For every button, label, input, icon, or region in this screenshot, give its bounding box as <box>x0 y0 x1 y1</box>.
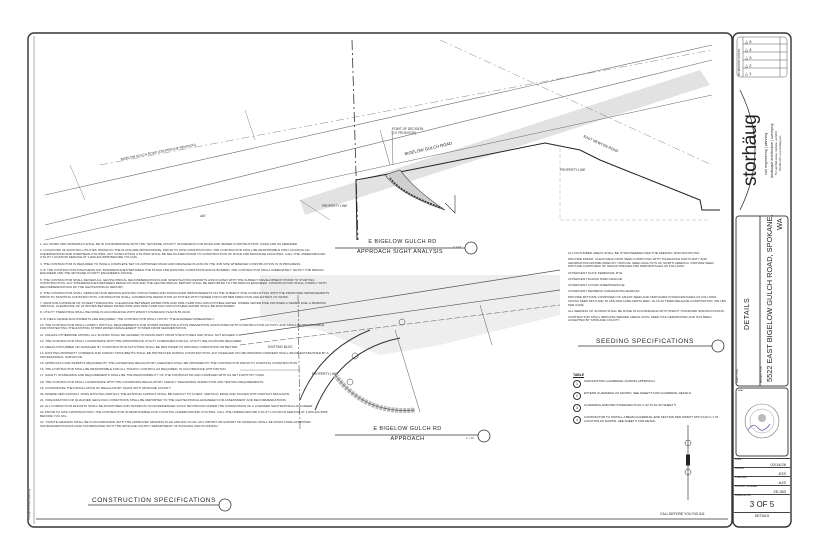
spec-note: 23. PRIOR TO SITE CONSTRUCTION, THE CONT… <box>40 410 328 419</box>
approach-plan <box>239 269 561 431</box>
project-title-line1: 5522 EAST BIGELOW GULCH ROAD, SPOKANE, <box>765 214 774 382</box>
company-contact: 509.242.1000 | www.storhaug.com <box>780 135 782 171</box>
company-logo: storhäug <box>740 114 761 186</box>
spec-note: 16. THE CONTRACTOR SHALL BE RESPONSIBLE … <box>40 367 227 372</box>
engineer-seal <box>744 403 780 439</box>
view-callout-circle <box>464 241 478 255</box>
company-tagline-2: landscape architecture | surveying <box>769 123 774 178</box>
sheet-number: 3 OF 5 <box>749 500 775 509</box>
sight-view-scale: 1" = 30' <box>453 246 462 249</box>
spec-note: 6. THE CONTRACTOR SHALL DEMOLISH AND REM… <box>40 290 330 299</box>
spec-note: 20. WHERE NEW ASPHALT JOINS EXISTING ASP… <box>40 391 290 396</box>
spec-note: CONTRACTOR SHALL IRRIGATE SEEDED AREAS U… <box>568 314 712 323</box>
spec-note: 7. MAINTAIN A MINIMUM OF 10 FEET HORIZON… <box>40 300 326 309</box>
spec-note: 2. LOCATIONS OF EXISTING UTILITIES SHOWN… <box>40 248 326 260</box>
spec-note: 24. "ONSITE GRADING SHALL BE IN ACCORDAN… <box>40 420 311 428</box>
keynote-number-icon: 1 <box>573 380 581 388</box>
sight-distance-label: 460' <box>199 213 207 219</box>
spec-note: 20 PERCENT DURAR HARD FESCUE <box>568 276 622 281</box>
company-address: 510 east third avenue | spokane, wa 9920… <box>776 131 778 175</box>
drawing-number-cell: DRAWING NO. 3 OF 5 DETAILS <box>734 494 790 519</box>
spec-note: 3. THE CONTRACTOR IS REQUIRED TO HAVE A … <box>40 261 302 266</box>
spec-note: ALL SEEDING OF SLOPES SHALL BE DONE IN A… <box>568 308 725 313</box>
seeding-notes: ALL DISTURBED AREAS SHALL BE HYDROSEEDED… <box>568 251 728 326</box>
spec-note: 8. UTILITY TRENCHING SHALL BE DONE IN AC… <box>40 310 191 315</box>
approach-view-scale: 1" = 10' <box>466 437 475 440</box>
approach-view-subtitle: APPROACH <box>390 436 425 442</box>
spec-note: ALL DISTURBED AREAS SHALL BE HYDROSEEDED… <box>568 251 700 255</box>
sheet-title-label: SHEET TITLE <box>737 369 739 383</box>
sheet-border <box>27 32 733 528</box>
spec-note: 18. THE CONTRACTOR SHALL COORDINATE WITH… <box>40 379 265 384</box>
spec-note: 9. IF FIELD GRADE ADJUSTMENTS ARE REQUIR… <box>40 316 215 321</box>
construction-heading: CONSTRUCTION SPECIFICATIONS <box>91 497 217 504</box>
project-title-label: PROJECT TITLE <box>761 366 763 383</box>
keynote-text: EXTEND GUARDRAIL AS SHOWN. SEE SHEET 5 F… <box>584 391 692 395</box>
title-block-border <box>732 32 792 528</box>
spec-note: 4. IF THE CONTRACTOR DISCOVERS ANY DISCR… <box>40 267 324 276</box>
revision-marks: △ 5 △ 4 △ 3 △ 2 △ 1 <box>745 38 751 78</box>
existing-building-label: EXISTING BLDG <box>268 345 293 349</box>
spec-note: 12. THE CONTRACTOR SHALL COORDINATE WITH… <box>40 338 243 343</box>
sheet-footer: DETAILS <box>734 512 790 518</box>
sight-view-subtitle: APPROACH SIGHT ANALYSIS <box>356 249 444 255</box>
seal-label: SEAL <box>738 390 744 392</box>
call-before-you-dig: CALL BEFORE YOU DIG 811 <box>660 512 705 516</box>
sheet-title: DETAILS <box>744 297 751 330</box>
keynote-text: SAW EXISTING GUARDRAIL ACROSS APPROACH. <box>584 379 656 383</box>
spec-note: 5. THE CONTRACTOR SHALL REVIEW ALL GEOTE… <box>40 277 327 289</box>
sight-analysis-plan <box>44 39 720 241</box>
spec-note: 17. SAFETY STANDARDS AND REQUIREMENTS SH… <box>40 373 265 378</box>
spec-note: 22. ALL COMPACTION EFFORTS SHALL BE MONI… <box>40 404 314 409</box>
project-title-line2: WA <box>775 218 784 230</box>
keynote-number-icon: 4 <box>573 416 581 424</box>
north-arrow-icon <box>684 425 692 500</box>
approach-view-title: E BIGELOW GULCH RD <box>373 426 442 432</box>
spec-note: PROVIDE FRESH, CLEAN NEW-CROP SEED COMPL… <box>568 257 714 269</box>
keynote-heading: TABLE <box>573 373 585 377</box>
keynote-number-icon: 2 <box>573 392 581 400</box>
spec-note: 14. EXISTING PROPERTY CORNERS AND SURVEY… <box>40 351 329 359</box>
keynote-number-icon: 3 <box>573 404 581 412</box>
spec-note: 13. AREAS DISTURBED OR DAMAGED BY CONSTR… <box>40 345 239 349</box>
sight-view-title: E BIGELOW GULCH RD <box>368 239 437 245</box>
spec-note: 15. APPROVALS AND PERMITS REQUIRED BY TH… <box>40 360 298 365</box>
revision-mark: △ 4 <box>745 47 752 52</box>
keynote-text: GUARDRAIL END PER STANDARD PLAN C-22.70-… <box>584 403 677 407</box>
property-line-label: PROPERTY LINE <box>560 168 586 172</box>
spec-note: PROVIDE MIXTURE COMPOSED OF GRASS SEED A… <box>568 295 727 307</box>
point-of-decision-label: POINT OF DECISION(10' FROM EOP) <box>392 127 424 135</box>
revision-mark: △ 2 <box>745 63 752 68</box>
side-copyright-note: Copyright Storhaug Engineering <box>29 488 31 520</box>
spec-note: 19. COORDINATE THE INSTALLATION OF REGUL… <box>40 385 172 390</box>
construction-notes: 1. ALL WORK AND MATERIALS SHALL BE IN CO… <box>40 242 330 431</box>
company-tagline-1: civil engineering | planning <box>764 132 768 175</box>
revision-mark: △ 3 <box>745 55 752 60</box>
spec-note: 1. ALL WORK AND MATERIALS SHALL BE IN CO… <box>40 242 299 246</box>
spec-note: 10 PERCENT REUBENS CANADIAN BLUEGRASS <box>568 289 640 294</box>
revision-header: NO. REVISION / DATE BY <box>738 48 741 76</box>
revision-mark: △ 5 <box>745 39 752 44</box>
property-line-label: PROPERTY LINE <box>322 204 348 208</box>
spec-note: 40 PERCENT COVAR SHEEPSFESCUE <box>568 282 625 287</box>
property-line-label: PROPERTY LINE <box>312 372 338 376</box>
spec-note: 10. THE CONTRACTOR SHALL COMPLY WITH ALL… <box>40 322 325 331</box>
revision-table <box>736 36 788 78</box>
revision-mark: △ 1 <box>745 71 752 76</box>
spec-note: 21. ORGANIZATION OR QUALIFIED GEOLOGIC C… <box>40 398 287 403</box>
spec-note: 11. UNLESS OTHERWISE SHOWN, ALL SLOPES S… <box>40 332 241 337</box>
seeding-heading: SEEDING SPECIFICATIONS <box>596 338 694 345</box>
spec-note: 30 PERCENT SLICK PERENNIAL RYE <box>568 270 623 275</box>
keynote-text: CONTRACTOR TO INSTALL A BEAM GUARDRAIL E… <box>584 415 719 423</box>
